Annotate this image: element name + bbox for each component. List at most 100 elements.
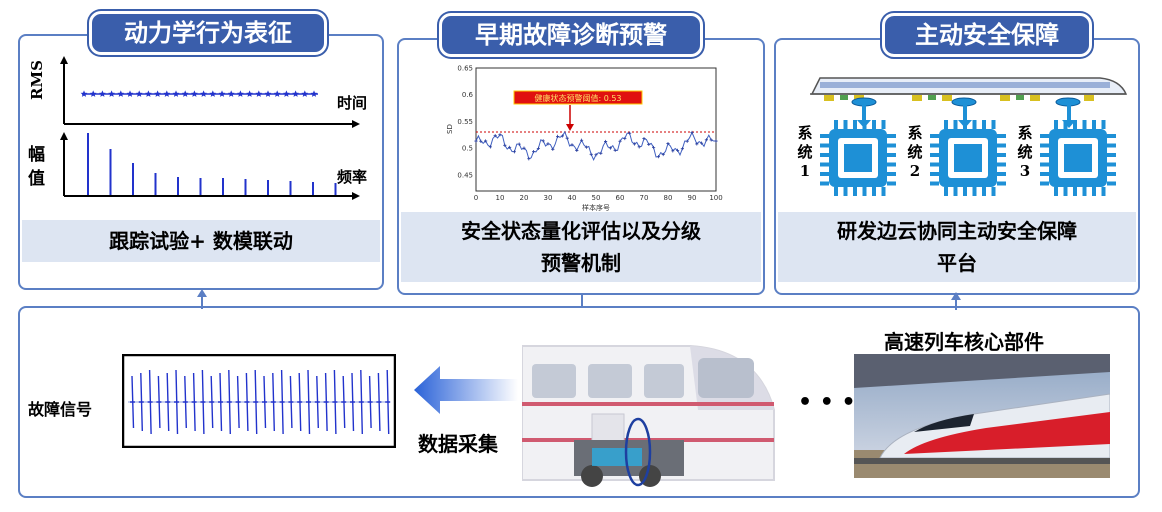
connector-middle <box>581 293 583 307</box>
sd-point <box>508 145 512 149</box>
rms-point <box>227 90 235 97</box>
sd-point <box>484 139 488 143</box>
fault-spike <box>165 372 171 432</box>
fault-spike <box>156 375 162 429</box>
fault-spike <box>235 375 241 429</box>
caption-active-safety-line1: 研发边云协同主动安全保障 <box>837 219 1077 243</box>
sd-point <box>613 148 617 152</box>
fault-spike <box>279 369 285 435</box>
sd-point <box>680 147 684 151</box>
fault-spike <box>288 375 294 429</box>
sd-point <box>517 142 521 146</box>
sd-point <box>498 133 502 137</box>
fault-spike <box>130 375 135 429</box>
sd-point <box>512 150 516 154</box>
rms-point <box>301 90 309 97</box>
sd-point <box>618 139 622 143</box>
sd-x-tick: 10 <box>496 194 505 202</box>
sd-x-tick: 30 <box>544 194 553 202</box>
fault-spike <box>376 372 382 432</box>
high-speed-train-photo <box>854 354 1110 478</box>
rms-point <box>191 90 198 97</box>
sd-point <box>551 147 555 151</box>
sd-x-tick: 100 <box>709 194 722 202</box>
fault-spike <box>244 372 250 432</box>
sd-x-tick: 60 <box>616 194 625 202</box>
sd-point <box>695 142 699 146</box>
amplitude-label-2: 值 <box>28 169 45 189</box>
time-label: 时间 <box>337 94 368 112</box>
sd-point <box>690 130 694 135</box>
sd-point <box>676 148 680 152</box>
sd-x-tick: 80 <box>664 194 673 202</box>
sd-point <box>532 150 536 154</box>
sd-x-tick: 40 <box>568 194 577 202</box>
fault-spike <box>253 369 259 435</box>
fault-signal-label: 故障信号 <box>28 400 93 419</box>
fault-spike <box>367 375 373 429</box>
data-flow-arrow <box>414 366 518 414</box>
fault-spike <box>138 372 144 432</box>
sd-point <box>637 145 641 149</box>
fault-spike <box>341 375 347 429</box>
sd-point <box>536 146 540 150</box>
sd-y-tick: 0.5 <box>462 145 473 153</box>
rms-point <box>283 90 290 97</box>
sd-point <box>560 134 564 138</box>
sd-x-label: 样本序号 <box>582 203 610 212</box>
sd-point <box>527 157 531 161</box>
fault-spike <box>209 375 215 429</box>
fault-spike <box>200 369 206 435</box>
rms-label: RMS <box>28 60 46 100</box>
sd-point <box>623 136 627 141</box>
dynamics-charts <box>60 56 360 200</box>
tab-dynamics: 动力学行为表征 <box>89 11 327 55</box>
caption-active-safety-line2: 平台 <box>937 251 977 275</box>
rms-point <box>246 90 253 97</box>
rms-point <box>126 90 134 97</box>
rms-point <box>135 90 143 97</box>
sd-y-tick: 0.65 <box>457 65 473 73</box>
sd-point <box>479 139 483 143</box>
fault-spike <box>191 372 197 432</box>
sd-point <box>565 136 569 140</box>
fault-signal-plot <box>122 354 396 448</box>
rms-point <box>264 90 272 97</box>
sd-y-tick: 0.45 <box>457 171 473 179</box>
sd-point <box>628 131 632 135</box>
sd-point <box>488 145 492 149</box>
rms-point <box>255 90 263 97</box>
rms-point <box>273 90 281 97</box>
rms-point <box>310 90 318 97</box>
rms-point <box>89 90 97 97</box>
sd-point <box>589 152 593 156</box>
sd-y-tick: 0.6 <box>462 91 474 99</box>
sd-point <box>556 134 560 138</box>
caption-dynamics: 跟踪试验+ 数模联动 <box>22 220 380 262</box>
fault-spike <box>323 372 329 432</box>
rms-point <box>292 90 299 97</box>
rms-point <box>172 90 180 97</box>
sd-y-tick: 0.55 <box>457 118 473 126</box>
up-arrow-left <box>197 289 207 309</box>
caption-early-warning: 安全状态量化评估以及分级 预警机制 <box>401 212 761 282</box>
rms-point <box>163 90 171 97</box>
sd-point <box>652 145 656 150</box>
sd-point <box>656 155 660 159</box>
sd-point <box>608 146 612 150</box>
chip-icon <box>820 120 896 196</box>
sd-point <box>647 142 651 147</box>
sd-point <box>522 146 526 150</box>
sd-point <box>493 134 497 138</box>
sd-point <box>599 151 603 155</box>
train-bogie-diagram <box>810 77 1128 107</box>
sd-point <box>709 138 713 142</box>
sd-point <box>661 152 665 157</box>
fault-spike <box>262 375 267 429</box>
sd-x-tick: 0 <box>474 194 478 202</box>
rms-point <box>209 90 217 97</box>
core-parts-label: 高速列车核心部件 <box>884 330 1044 354</box>
sd-point <box>632 142 636 146</box>
